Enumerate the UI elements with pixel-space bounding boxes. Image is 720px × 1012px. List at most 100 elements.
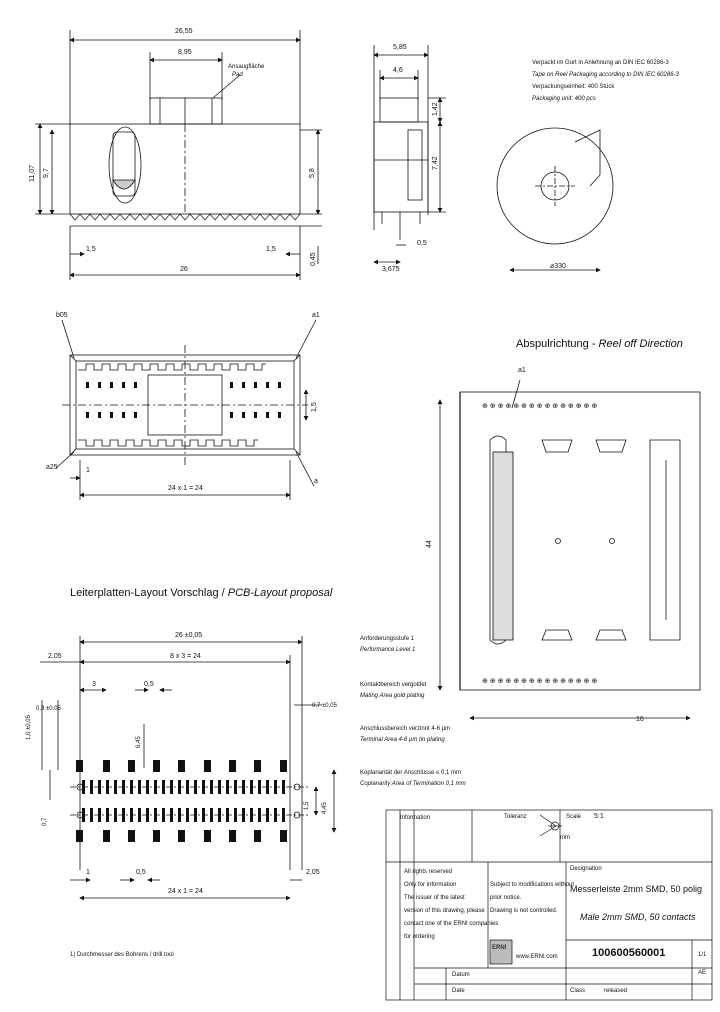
front-dim-height-a: 11,07 <box>29 165 36 182</box>
tb-web: www.ERNI.com <box>516 954 558 960</box>
tb-rights-3: The issuer of the latest <box>404 895 465 901</box>
front-dim-height-c: 5,8 <box>309 168 316 178</box>
note-coplan-de: Koplanarität der Anschlüsse ≤ 0,1 mm <box>360 770 462 776</box>
tape-sprockets: ⊕ ⊕ ⊕ ⊕ ⊕ ⊕ ⊕ ⊕ ⊕ ⊕ ⊕ ⊕ ⊕ ⊕ ⊕ ⊕ ⊕ ⊕ ⊕ ⊕ … <box>482 403 597 685</box>
tape-dim-width: 44 <box>426 540 433 548</box>
pcb-dim-07: 0,7 <box>42 817 48 826</box>
front-dim-height-b: 9,7 <box>43 168 50 178</box>
tb-title-en: Male 2mm SMD, 50 contacts <box>580 912 696 922</box>
pcb-holes <box>76 783 301 819</box>
tb-subject-1: Subject to modifications without <box>490 882 575 888</box>
note-perf-en: Performance Level 1 <box>360 647 416 653</box>
bottom-view-pads <box>86 382 281 418</box>
bottom-dim-total: 24 x 1 = 24 <box>168 485 203 492</box>
bottom-view <box>55 319 317 500</box>
packaging-line-2: Tape on Reel Packaging according to DIN … <box>532 72 679 78</box>
side-dim-top: 1,42 <box>432 102 439 116</box>
reel-off-title-en: Reel off Direction <box>598 338 683 350</box>
tb-subject-3: Drawing is not controlled. <box>490 908 558 914</box>
side-dim-inner: 4,6 <box>393 67 403 74</box>
pcb-dim-drill: 0,7 ±0,05 <box>312 703 337 709</box>
tape-dim-pitch: 16 <box>636 716 644 723</box>
pcb-dim-right: 2,05 <box>306 869 320 876</box>
note-plating-en: Mating Area gold plating <box>360 693 425 699</box>
bottom-label-b05: b05 <box>56 312 68 319</box>
tb-rights-1: All rights reserved <box>404 869 453 875</box>
tb-information: Information <box>400 815 431 821</box>
pcb-dim-05b: 0,5 <box>136 869 146 876</box>
pcb-footnote: 1) Durchmesser des Bohrens / drill tool <box>70 952 174 958</box>
erni-logo: ERNI <box>492 945 507 951</box>
pcb-layout <box>40 636 337 901</box>
pcb-dim-total: 24 x 1 = 24 <box>168 888 203 895</box>
pcb-dim-05: 0,5 <box>144 681 154 688</box>
note-term-de: Anschlussbereich verzinnt 4-6 µm <box>360 726 451 732</box>
tb-sheet: 1/1 <box>698 952 707 958</box>
tb-status: released <box>604 988 628 994</box>
reel-off-title-de: Abspulrichtung - <box>516 338 599 350</box>
svg-text:⊕ ⊕ ⊕ ⊕ ⊕ ⊕ ⊕ ⊕ ⊕ ⊕ ⊕ ⊕ ⊕ ⊕ ⊕: ⊕ ⊕ ⊕ ⊕ ⊕ ⊕ ⊕ ⊕ ⊕ ⊕ ⊕ ⊕ ⊕ ⊕ ⊕ <box>482 678 597 685</box>
side-dim-foot: 3,675 <box>382 266 400 273</box>
bottom-dim-pitch: 1 <box>86 467 90 474</box>
bottom-label-a1: a1 <box>312 312 320 319</box>
reel-diameter-value: 330 <box>554 263 566 270</box>
pcb-dim-1: 1 <box>86 869 90 876</box>
pcb-layout-title-de: Leiterplatten-Layout Vorschlag / <box>70 587 228 599</box>
tb-title-de: Messerleiste 2mm SMD, 50 polig <box>570 884 703 894</box>
pcb-pads <box>76 760 287 842</box>
reel-drawing <box>496 127 614 273</box>
tb-rights-6: for ordering <box>404 934 435 940</box>
pcb-dim-h1: 1,0 ±0,05 <box>26 715 32 740</box>
tb-unit: mm <box>560 835 570 841</box>
pcb-layout-title: Leiterplatten-Layout Vorschlag / PCB-Lay… <box>70 587 332 599</box>
packaging-line-3: Verpackungseinheit: 400 Stück <box>532 84 615 90</box>
pcb-dim-3: 3 <box>92 681 96 688</box>
pcb-dim-holes: 8 x 3 = 24 <box>170 653 201 660</box>
pcb-dim-left: 2,05 <box>48 653 62 660</box>
pcb-dim-overall: 26 ±0,05 <box>175 632 203 639</box>
front-dim-overall: 26,55 <box>175 28 193 35</box>
bottom-dim-row: 1,5 <box>311 402 318 412</box>
tb-rev: AE <box>698 970 707 976</box>
front-dim-offset: 0,45 <box>310 252 317 266</box>
note-coplan-en: Coplanarity Area of Termination 0,1 mm <box>360 781 466 787</box>
tape-drawing <box>437 379 701 721</box>
packaging-line-4: Packaging unit: 400 pcs <box>532 96 596 102</box>
tb-datum: Datum <box>452 972 470 978</box>
title-block <box>385 809 713 1001</box>
note-term-en: Terminal Area 4-6 µm tin plating <box>360 737 445 743</box>
front-dim-inner: 8,95 <box>178 49 192 56</box>
tb-date: Date <box>452 988 465 994</box>
tb-subject-2: prior notice. <box>490 895 522 901</box>
tb-scale-label: Scale <box>566 814 582 820</box>
tb-tolerance: Toleranz <box>504 814 527 820</box>
tb-rights-4: version of this drawing, please <box>404 908 485 914</box>
packaging-line-1: Verpackt im Gurt in Anlehnung an DIN IEC… <box>532 60 669 66</box>
pcb-dim-h2: 0,9 ±0,05 <box>36 706 61 712</box>
pcb-layout-title-en: PCB-Layout proposal <box>227 587 333 599</box>
tb-part-number: 100600560001 <box>592 947 666 959</box>
bottom-label-a25: a25 <box>46 464 58 471</box>
note-perf-de: Anforderungsstufe 1 <box>360 636 415 642</box>
front-view <box>35 30 322 280</box>
side-dim-bottom: 0,5 <box>417 240 427 247</box>
tb-rights-2: Only for information <box>404 882 457 888</box>
pcb-dim-v: 6,45 <box>136 736 142 748</box>
reel-diameter: ⌀330 <box>550 263 566 270</box>
tb-scale: 5:1 <box>594 813 604 820</box>
pcb-dim-445: 4,45 <box>322 802 328 814</box>
bottom-label-a: a <box>314 478 318 485</box>
side-view <box>373 45 446 265</box>
front-dim-pin2: 1,5 <box>266 246 276 253</box>
tb-designation-label: Designation <box>570 866 602 872</box>
front-dim-span: 26 <box>180 266 188 273</box>
pickup-label-en: Pad <box>232 72 243 78</box>
pcb-dim-15: 1,5 <box>304 801 310 810</box>
svg-text:⊕ ⊕ ⊕ ⊕ ⊕ ⊕ ⊕ ⊕ ⊕ ⊕ ⊕ ⊕ ⊕ ⊕ ⊕: ⊕ ⊕ ⊕ ⊕ ⊕ ⊕ ⊕ ⊕ ⊕ ⊕ ⊕ ⊕ ⊕ ⊕ ⊕ <box>482 403 597 410</box>
pickup-label: Ansaugfläche <box>228 64 265 70</box>
reel-off-title: Abspulrichtung - Reel off Direction <box>516 338 683 350</box>
tb-class: Class <box>570 988 586 994</box>
note-plating-de: Kontaktbereich vergoldet <box>360 682 427 688</box>
side-dim-width: 5,85 <box>393 44 407 51</box>
